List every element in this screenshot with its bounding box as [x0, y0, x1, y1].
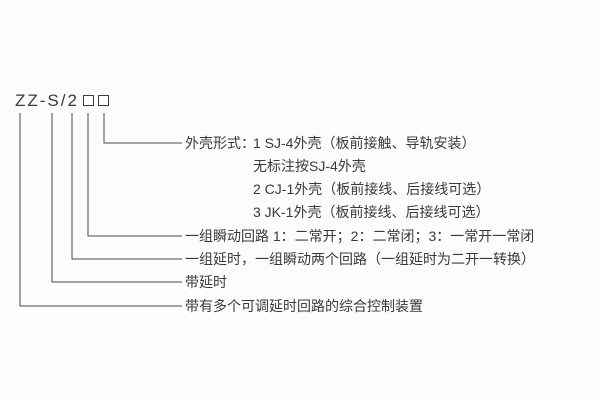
placeholder-box-2 — [97, 95, 109, 106]
model-code: ZZ-S/2 — [15, 90, 109, 112]
connector-delay-instant — [71, 113, 182, 260]
annotation-shell-type-option-3: 3 JK-1外壳（板前接线、后接线可选） — [253, 204, 490, 220]
connector-instant-circuit — [87, 113, 182, 237]
annotation-shell-type-default: 无标注按SJ-4外壳 — [253, 158, 366, 174]
annotation-shell-type-option-1: 1 SJ-4外壳（板前接触、导轨安装） — [253, 135, 476, 151]
annotation-device-description: 带有多个可调延时回路的综合控制装置 — [185, 298, 423, 314]
connector-shell-type — [103, 113, 182, 144]
annotation-with-delay: 带延时 — [185, 274, 227, 290]
connector-with-delay — [51, 113, 182, 283]
annotation-delay-instant: 一组延时，一组瞬动两个回路（一组延时为二开一转换） — [185, 251, 535, 267]
model-prefix: ZZ-S/2 — [15, 91, 79, 110]
annotation-shell-type-option-2: 2 CJ-1外壳（板前接线、后接线可选） — [253, 181, 491, 197]
annotation-instant-circuit: 一组瞬动回路 1：二常开；2：二常闭；3：一常开一常闭 — [185, 228, 535, 244]
placeholder-box-1 — [82, 95, 94, 106]
annotation-shell-type-label: 外壳形式： — [185, 135, 255, 151]
connector-device-description — [19, 113, 182, 307]
